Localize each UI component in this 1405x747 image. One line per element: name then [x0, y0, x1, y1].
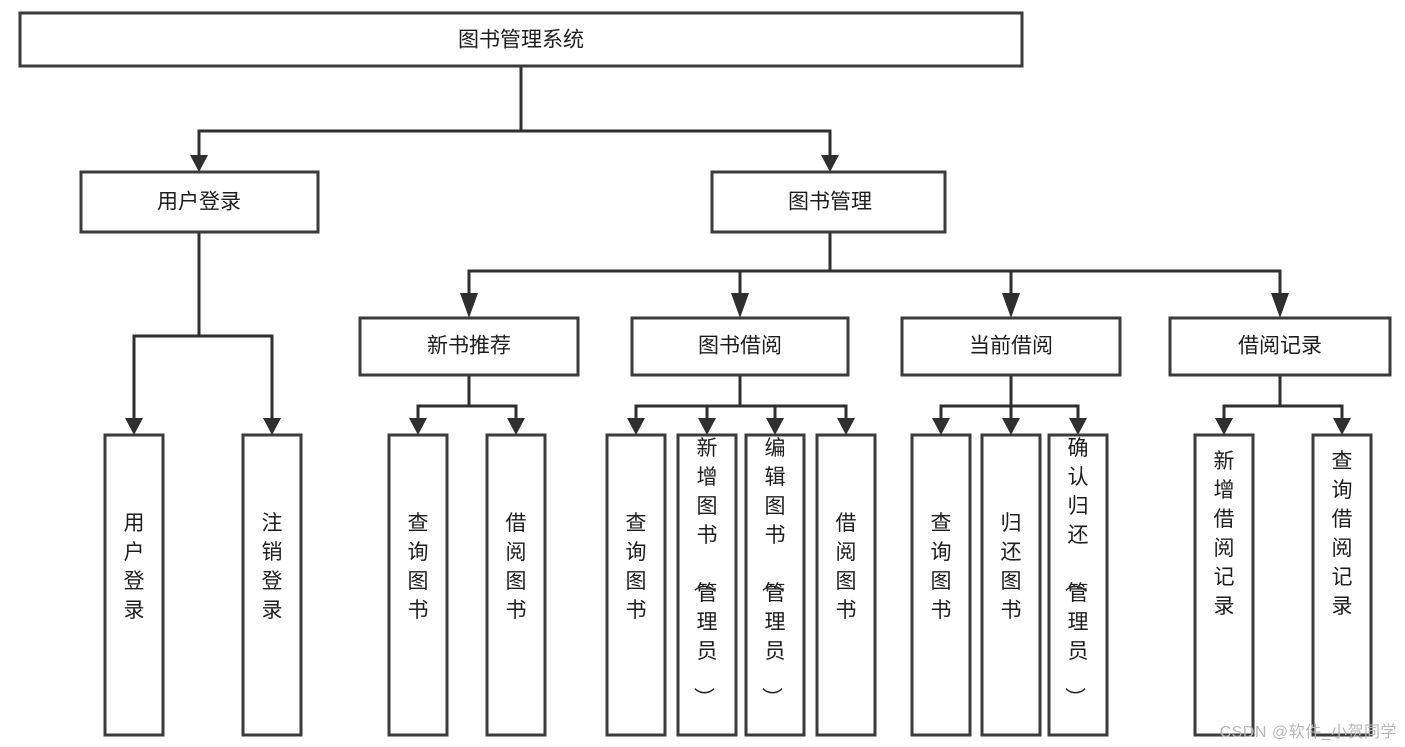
arrow-userlogin-leaf1: [125, 418, 143, 435]
arrow-root-to-userlogin: [190, 155, 208, 172]
leaf-user-login-1[interactable]: 用户登录: [103, 433, 165, 737]
node-current-borrow-box[interactable]: [900, 316, 1122, 377]
node-user-login-box[interactable]: [79, 170, 320, 234]
arrow-bookmgmt-c2: [731, 293, 749, 318]
leaf-current-borrow-3-box[interactable]: [1047, 433, 1109, 737]
leaf-new-book-2-label: 借阅图书: [506, 512, 527, 622]
leaf-current-borrow-3-label: 确认归还（管理员）: [1063, 437, 1089, 708]
leaf-book-borrow-2-box[interactable]: [676, 433, 738, 737]
node-current-borrow[interactable]: 当前借阅: [900, 316, 1122, 377]
leaf-user-login-2-box[interactable]: [241, 433, 303, 737]
arrow-record-l2: [1333, 418, 1351, 435]
node-new-book-recommend[interactable]: 新书推荐: [358, 316, 580, 377]
leaf-new-book-2-box[interactable]: [485, 433, 547, 737]
node-book-management-label: 图书管理: [788, 191, 872, 214]
leaf-user-login-1-label: 用户登录: [124, 512, 145, 622]
leaf-borrow-record-2[interactable]: 查询借阅记录: [1311, 433, 1373, 737]
arrow-borrow-l4: [837, 418, 855, 435]
leaf-book-borrow-2-label: 新增图书（管理员）: [692, 437, 718, 708]
node-root-box[interactable]: [18, 11, 1024, 68]
leaf-borrow-record-1[interactable]: 新增借阅记录: [1193, 433, 1255, 737]
leaf-new-book-2[interactable]: 借阅图书: [485, 433, 547, 737]
node-new-book-recommend-box[interactable]: [358, 316, 580, 377]
leaf-borrow-record-1-label: 新增借阅记录: [1214, 450, 1235, 618]
leaf-new-book-1-box[interactable]: [387, 433, 449, 737]
connector-layer: [125, 64, 1351, 435]
node-root-label: 图书管理系统: [458, 29, 584, 52]
arrow-bookmgmt-c4: [1271, 293, 1289, 318]
leaf-book-borrow-1-box[interactable]: [605, 433, 667, 737]
arrow-current-l1: [932, 418, 950, 435]
leaf-book-borrow-4[interactable]: 借阅图书: [815, 433, 877, 737]
leaf-current-borrow-2-box[interactable]: [980, 433, 1042, 737]
leaf-user-login-1-box[interactable]: [103, 433, 165, 737]
arrow-borrow-l2: [698, 418, 716, 435]
leaf-new-book-1-label: 查询图书: [408, 512, 429, 622]
leaf-current-borrow-3[interactable]: 确认归还（管理员）: [1047, 433, 1109, 737]
leaf-book-borrow-4-label: 借阅图书: [836, 512, 857, 622]
arrow-record-l1: [1215, 418, 1233, 435]
node-book-borrow[interactable]: 图书借阅: [630, 316, 850, 377]
arrow-newbook-l1: [409, 418, 427, 435]
arrow-borrow-l1: [627, 418, 645, 435]
arrow-borrow-l3: [766, 418, 784, 435]
leaf-book-borrow-2[interactable]: 新增图书（管理员）: [676, 433, 738, 737]
node-current-borrow-label: 当前借阅: [969, 335, 1053, 358]
leaf-book-borrow-1[interactable]: 查询图书: [605, 433, 667, 737]
leaf-book-borrow-3[interactable]: 编辑图书（管理员）: [744, 433, 806, 737]
node-book-management-box[interactable]: [710, 170, 947, 234]
arrow-newbook-l2: [507, 418, 525, 435]
node-book-borrow-label: 图书借阅: [698, 335, 782, 358]
csdn-watermark: CSDN @软件_小贺同学: [1219, 724, 1397, 741]
leaf-current-borrow-1-label: 查询图书: [931, 512, 952, 622]
node-book-borrow-box[interactable]: [630, 316, 850, 377]
node-root-system[interactable]: 图书管理系统: [18, 11, 1024, 68]
leaf-user-login-2-label: 注销登录: [262, 512, 283, 622]
node-book-management[interactable]: 图书管理: [710, 170, 947, 234]
leaf-book-borrow-3-label: 编辑图书（管理员）: [760, 437, 786, 708]
leaf-current-borrow-1-box[interactable]: [910, 433, 972, 737]
arrow-userlogin-leaf2: [263, 418, 281, 435]
leaf-current-borrow-2-label: 归还图书: [1001, 512, 1022, 622]
node-borrow-record-label: 借阅记录: [1238, 335, 1322, 358]
leaf-new-book-1[interactable]: 查询图书: [387, 433, 449, 737]
leaf-borrow-record-2-box[interactable]: [1311, 433, 1373, 737]
leaf-borrow-record-2-label: 查询借阅记录: [1332, 450, 1353, 618]
node-borrow-record-box[interactable]: [1168, 316, 1392, 377]
leaf-current-borrow-1[interactable]: 查询图书: [910, 433, 972, 737]
leaf-book-borrow-3-box[interactable]: [744, 433, 806, 737]
arrow-current-l3: [1069, 418, 1087, 435]
leaf-book-borrow-4-box[interactable]: [815, 433, 877, 737]
node-borrow-record[interactable]: 借阅记录: [1168, 316, 1392, 377]
arrow-root-to-bookmgmt: [821, 155, 839, 172]
node-new-book-recommend-label: 新书推荐: [427, 335, 511, 358]
leaf-borrow-record-1-box[interactable]: [1193, 433, 1255, 737]
arrow-bookmgmt-c3: [1002, 293, 1020, 318]
leaf-user-login-2[interactable]: 注销登录: [241, 433, 303, 737]
arrow-bookmgmt-c1: [460, 293, 478, 318]
node-user-login-label: 用户登录: [157, 191, 241, 214]
node-user-login[interactable]: 用户登录: [79, 170, 320, 234]
arrow-current-l2: [1002, 418, 1020, 435]
leaf-book-borrow-1-label: 查询图书: [626, 512, 647, 622]
leaf-current-borrow-2[interactable]: 归还图书: [980, 433, 1042, 737]
